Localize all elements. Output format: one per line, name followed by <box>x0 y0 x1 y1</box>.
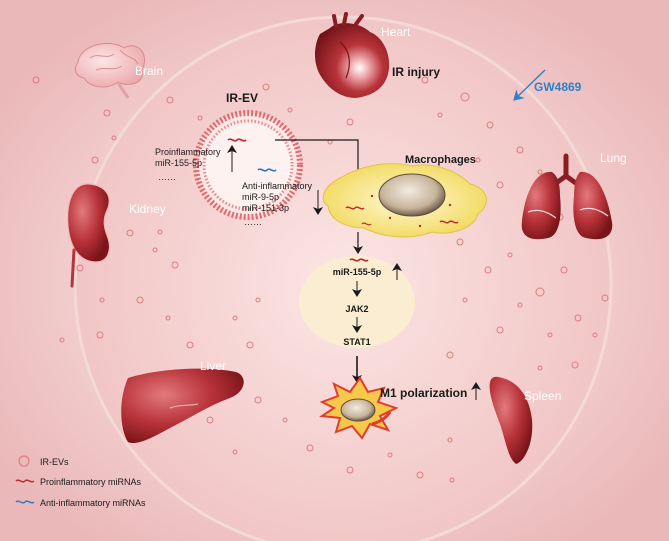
anti-mirna-1: miR-9-5p <box>242 192 279 202</box>
legend-pro-icon <box>15 479 35 483</box>
ev-dots <box>32 76 609 483</box>
pathway-stat: STAT1 <box>343 337 370 347</box>
pathway-bubble <box>299 256 415 348</box>
legend-anti-label: Anti-inflammatory miRNAs <box>40 498 146 508</box>
ir-injury-label: IR injury <box>392 65 440 79</box>
lung-organ <box>521 153 613 240</box>
kidney-organ <box>67 183 111 288</box>
m1-macrophage-cell <box>319 376 399 440</box>
heart-organ <box>315 12 390 98</box>
anti-mirna-2: miR-151-3p <box>242 203 289 213</box>
heart-label: Heart <box>381 25 411 39</box>
spleen-organ <box>489 376 533 464</box>
spleen-label: Spleen <box>524 389 561 403</box>
brain-organ <box>75 42 146 99</box>
pro-title: Proinflammatory <box>155 147 221 157</box>
legend-ev-label: IR-EVs <box>40 457 69 467</box>
legend-pro-label: Proinflammatory miRNAs <box>40 477 142 487</box>
inhibitor-arrow <box>513 69 546 101</box>
lung-label: Lung <box>600 151 627 165</box>
inhibitor-label: GW4869 <box>534 80 582 94</box>
legend-ev-icon <box>18 455 30 467</box>
ev-title: IR-EV <box>226 91 258 105</box>
kidney-label: Kidney <box>129 202 166 216</box>
ev-vesicle <box>193 110 303 220</box>
macrophages-label: Macrophages <box>405 154 476 166</box>
pro-mirna: miR-155-5p <box>155 158 202 168</box>
anti-more: …… <box>244 217 262 227</box>
legend: IR-EVs Proinflammatory miRNAs Anti-infla… <box>15 455 146 508</box>
m1-label: M1 polarization <box>380 386 467 400</box>
pathway-mirna-icon <box>349 258 369 262</box>
liver-label: Liver <box>200 359 226 373</box>
anti-title: Anti-inflammatory <box>242 181 313 191</box>
legend-anti-icon <box>15 500 35 504</box>
macrophage-cell <box>322 163 487 238</box>
liver-organ <box>121 368 244 444</box>
brain-label: Brain <box>135 64 163 78</box>
pathway-jak: JAK2 <box>345 304 368 314</box>
pro-more: …… <box>158 172 176 182</box>
pathway-mirna: miR-155-5p <box>333 267 382 277</box>
